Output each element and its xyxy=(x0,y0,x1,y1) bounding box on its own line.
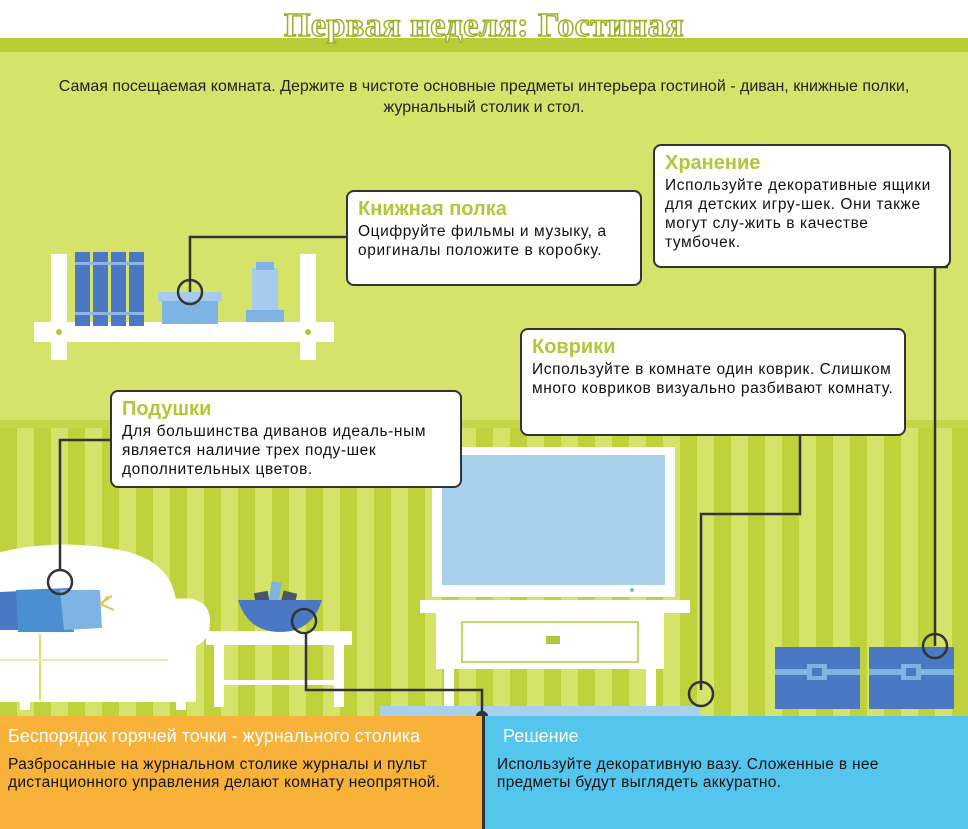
callout-text: Оцифруйте фильмы и музыку, а оригиналы п… xyxy=(358,223,607,259)
sofa-leg xyxy=(176,700,186,710)
callout-title: Подушки xyxy=(122,398,212,420)
sofa-leg xyxy=(20,700,30,710)
connector-rugs xyxy=(699,436,802,690)
hotspot-panel: Беспорядок горячей точки - журнального с… xyxy=(0,716,482,829)
header-strip xyxy=(0,38,968,52)
connector-bookshelf xyxy=(188,235,348,292)
pillow-icon xyxy=(16,588,74,632)
sofa-icon xyxy=(0,544,210,710)
callout-bookshelf: Книжная полка Оцифруйте фильмы и музыку,… xyxy=(346,190,642,286)
connector-dot-bookshelf xyxy=(176,278,204,306)
shelf-board xyxy=(34,322,334,342)
callout-text: Используйте декоративные ящики для детск… xyxy=(665,177,931,251)
book-icon xyxy=(129,252,144,326)
jar-icon xyxy=(252,268,278,312)
callout-text: Используйте в комнате один коврик. Слишк… xyxy=(532,361,894,397)
connector-dot-hotspot xyxy=(290,607,318,635)
tv-icon xyxy=(420,447,690,709)
bowl-icon xyxy=(238,600,322,632)
callout-text: Для большинства диванов идеаль-ным являе… xyxy=(122,423,427,478)
coffee-table-icon xyxy=(206,581,352,707)
bookshelf xyxy=(34,252,334,360)
connector-dot-pillows xyxy=(46,568,74,596)
table-top xyxy=(206,631,352,645)
box-lid xyxy=(158,292,222,301)
callout-storage: Хранение Используйте декоративные ящики … xyxy=(653,144,951,268)
wall-border xyxy=(0,420,968,428)
sofa-seat xyxy=(0,632,196,702)
book-icon xyxy=(93,252,108,326)
book-icon xyxy=(111,252,126,326)
connector-pillows xyxy=(58,438,111,570)
solution-panel: Решение Используйте декоративную вазу. С… xyxy=(482,716,968,829)
callout-pillows: Подушки Для большинства диванов идеаль-н… xyxy=(110,390,462,488)
shelf-dot xyxy=(305,329,311,335)
tv-stand-top xyxy=(420,600,690,613)
hotspot-title: Беспорядок горячей точки - журнального с… xyxy=(8,726,421,746)
page-title: Первая неделя: Гостиная xyxy=(283,6,685,45)
tv-screen xyxy=(442,455,665,585)
chest-icon xyxy=(775,647,860,709)
shelf-dot xyxy=(56,329,62,335)
solution-text: Используйте декоративную вазу. Сложенные… xyxy=(497,756,879,791)
pillow-icon xyxy=(60,590,102,630)
connector-dot-rugs xyxy=(687,680,715,708)
intro-text: Самая посещаемая комната. Держите в чист… xyxy=(58,78,910,116)
callout-rugs: Коврики Используйте в комнате один коври… xyxy=(520,328,906,436)
hotspot-text: Разбросанные на журнальном столике журна… xyxy=(8,756,441,791)
rug xyxy=(380,706,700,716)
table-leg xyxy=(214,645,224,707)
callout-title: Хранение xyxy=(665,152,761,174)
connector-hotspot xyxy=(304,632,484,716)
solution-title: Решение xyxy=(503,726,579,746)
header-band xyxy=(0,0,968,38)
chest-icon xyxy=(869,647,954,709)
connector-dot-storage xyxy=(921,632,949,660)
sofa-arm xyxy=(168,598,210,702)
tv-stand-shelf xyxy=(461,621,639,663)
callout-title: Книжная полка xyxy=(358,198,507,220)
callout-title: Коврики xyxy=(532,336,616,358)
shelf-post-left xyxy=(51,254,67,360)
tv-stand-leg xyxy=(646,669,656,709)
table-leg xyxy=(334,645,344,707)
shelf-post-right xyxy=(300,254,316,360)
book-icon xyxy=(75,252,90,326)
